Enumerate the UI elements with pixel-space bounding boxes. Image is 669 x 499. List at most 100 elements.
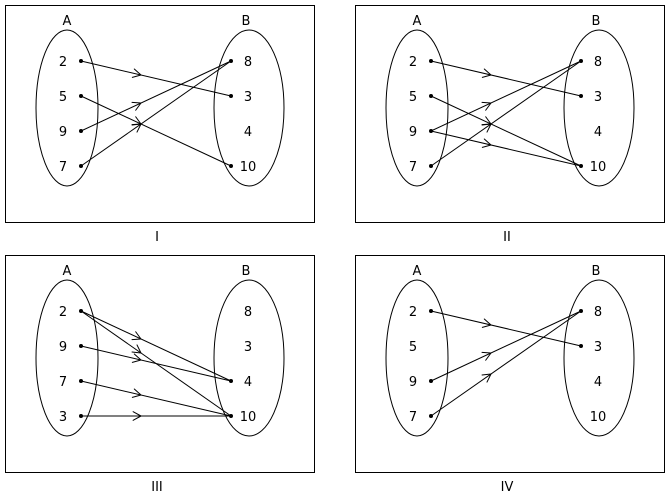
set-a-title: A (63, 264, 72, 279)
set-a-element-5: 5 (409, 90, 417, 105)
set-a-title: A (413, 264, 422, 279)
element-dot (79, 379, 83, 383)
element-dot (79, 94, 83, 98)
element-dot (229, 59, 233, 63)
set-b-element-3: 3 (244, 90, 252, 105)
arrow-2-to-3 (430, 310, 582, 347)
set-b-ellipse (563, 279, 635, 437)
set-b-element-3: 3 (594, 340, 602, 355)
element-dot (79, 164, 83, 168)
set-b-element-4: 4 (244, 375, 252, 390)
arrowhead (481, 373, 492, 383)
element-dot (429, 94, 433, 98)
element-dot (429, 164, 433, 168)
arrowhead (131, 331, 142, 341)
set-b-element-4: 4 (244, 125, 252, 140)
element-dot (79, 309, 83, 313)
set-a-title: A (413, 14, 422, 29)
element-dot (429, 379, 433, 383)
set-a-ellipse (35, 279, 99, 437)
element-dot (429, 309, 433, 313)
panel-label: I (155, 230, 159, 245)
panel-frame (5, 5, 315, 223)
set-b-element-4: 4 (594, 375, 602, 390)
element-dot (579, 309, 583, 313)
arrowhead (481, 138, 492, 148)
set-b-title: B (592, 14, 601, 29)
arrow-2-to-3 (430, 60, 582, 97)
arrowhead (481, 351, 492, 361)
element-dot (429, 59, 433, 63)
element-dot (579, 164, 583, 168)
arrow-9-to-8 (80, 60, 232, 132)
set-a-element-2: 2 (409, 55, 417, 70)
set-b-title: B (242, 264, 251, 279)
arrowhead (131, 123, 142, 133)
set-a-element-3: 3 (59, 410, 67, 425)
set-b-ellipse (213, 279, 285, 437)
set-a-ellipse (385, 29, 449, 187)
element-dot (79, 59, 83, 63)
arrowhead (481, 68, 492, 78)
set-a-element-2: 2 (59, 305, 67, 320)
arrow-7-to-8 (430, 60, 582, 167)
panel-frame (355, 255, 665, 473)
panel-label: II (503, 230, 511, 245)
set-b-title: B (592, 264, 601, 279)
set-a-element-9: 9 (59, 125, 67, 140)
set-b-element-10: 10 (590, 160, 607, 175)
arrowhead (131, 344, 142, 354)
set-a-element-7: 7 (59, 375, 67, 390)
panel-label: III (151, 480, 163, 495)
arrow-9-to-4 (80, 345, 232, 382)
set-a-element-2: 2 (409, 305, 417, 320)
set-b-element-10: 10 (590, 410, 607, 425)
arrow-2-to-3 (80, 60, 232, 97)
set-b-title: B (242, 14, 251, 29)
arrow-9-to-10 (430, 130, 582, 167)
set-a-element-9: 9 (409, 375, 417, 390)
set-a-title: A (63, 14, 72, 29)
set-b-element-8: 8 (244, 305, 252, 320)
element-dot (229, 379, 233, 383)
element-dot (429, 414, 433, 418)
arrowhead (131, 68, 142, 78)
set-b-element-3: 3 (244, 340, 252, 355)
set-a-ellipse (35, 29, 99, 187)
set-b-element-4: 4 (594, 125, 602, 140)
set-b-element-8: 8 (594, 55, 602, 70)
set-a-element-2: 2 (59, 55, 67, 70)
arrowhead (131, 353, 142, 363)
set-b-element-10: 10 (240, 410, 257, 425)
arrowhead (481, 318, 492, 328)
element-dot (429, 129, 433, 133)
arrow-7-to-8 (80, 60, 232, 167)
arrowhead (132, 411, 142, 421)
arrowhead (481, 123, 492, 133)
set-a-element-9: 9 (59, 340, 67, 355)
set-a-element-5: 5 (59, 90, 67, 105)
element-dot (229, 94, 233, 98)
arrow-5-to-10 (430, 95, 582, 167)
panel-frame (5, 255, 315, 473)
set-b-element-3: 3 (594, 90, 602, 105)
set-a-ellipse (385, 279, 449, 437)
element-dot (579, 94, 583, 98)
set-b-ellipse (563, 29, 635, 187)
arrowhead (131, 101, 142, 111)
arrow-7-to-10 (80, 380, 232, 417)
element-dot (229, 164, 233, 168)
set-a-element-9: 9 (409, 125, 417, 140)
arrow-9-to-8 (430, 60, 582, 132)
panel-label: IV (501, 480, 514, 495)
set-b-element-8: 8 (244, 55, 252, 70)
set-a-element-5: 5 (409, 340, 417, 355)
arrow-5-to-10 (80, 95, 232, 167)
element-dot (79, 129, 83, 133)
element-dot (579, 344, 583, 348)
